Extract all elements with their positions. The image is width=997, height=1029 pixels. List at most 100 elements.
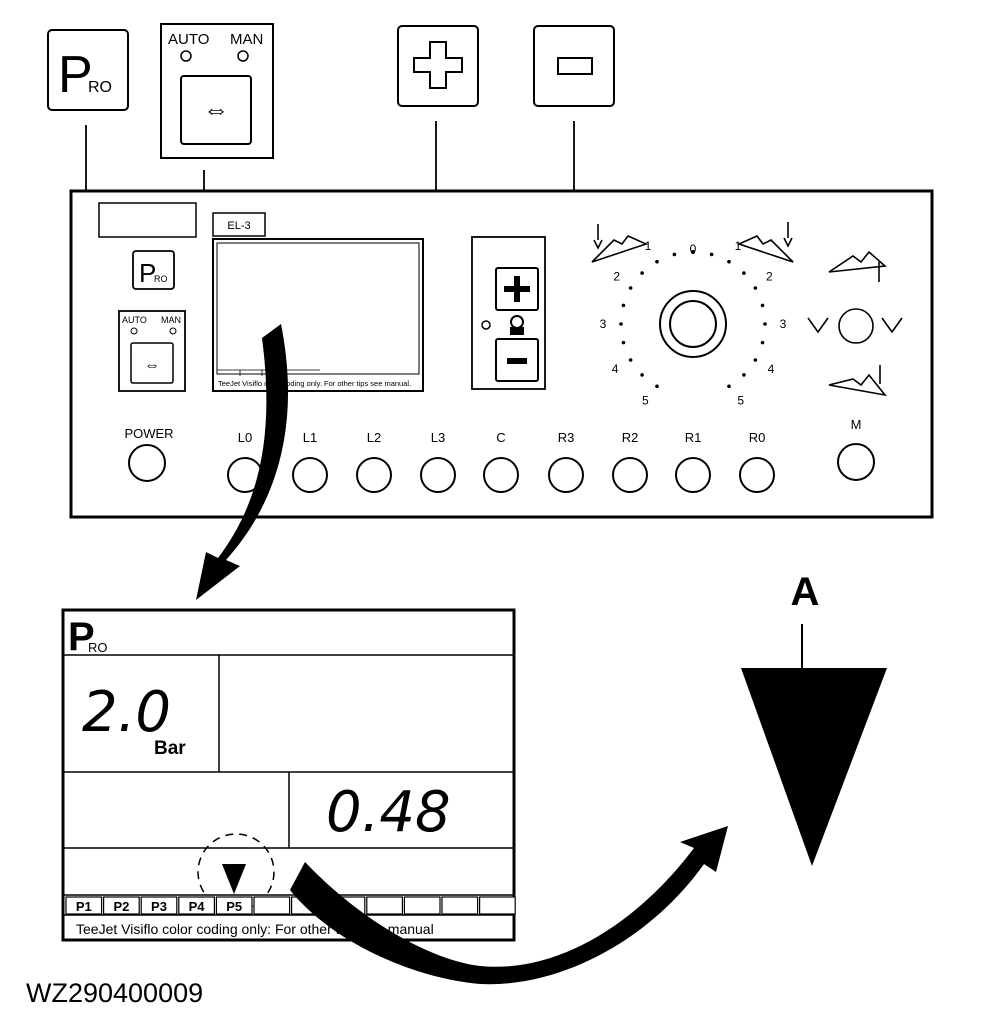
dial-mark-right-2: 2 (766, 269, 773, 283)
auto-label: AUTO (168, 31, 209, 48)
section-button-r1[interactable] (675, 457, 711, 493)
pressure-unit: Bar (154, 738, 186, 759)
pointer-triangle-icon (741, 668, 887, 866)
dial-dot (727, 259, 731, 264)
dial-dot (672, 252, 677, 257)
dial-scale: 0 1 2 3 4 5 1 2 3 4 5 (600, 239, 787, 407)
man-led (237, 50, 249, 62)
dial-dot (727, 384, 731, 389)
boom-fold-icon (807, 250, 903, 397)
preset-p3[interactable]: P3 (151, 899, 167, 914)
dial-dot (628, 358, 633, 362)
curved-arrow-icon (196, 324, 728, 985)
section-label-l2: L2 (367, 430, 381, 445)
minus-icon (557, 57, 593, 75)
panel-label-plate (98, 202, 197, 238)
m-button[interactable] (837, 443, 875, 481)
callout-letter: A (791, 570, 820, 614)
section-button-r2[interactable] (612, 457, 648, 493)
section-button-l3[interactable] (420, 457, 456, 493)
section-button-r0[interactable] (739, 457, 775, 493)
svg-text:AUTO: AUTO (122, 315, 147, 325)
plus-button[interactable] (495, 267, 539, 311)
section-label-r2: R2 (622, 430, 639, 445)
preset-p2[interactable]: P2 (113, 899, 129, 914)
svg-text:⇔: ⇔ (144, 357, 160, 374)
dial-mark-left-3: 3 (600, 317, 607, 331)
dial-dot (628, 286, 633, 290)
preset-cell (102, 896, 140, 915)
preset-p4[interactable]: P4 (189, 899, 206, 914)
svg-text:RO: RO (88, 640, 108, 655)
dial-dot (691, 250, 695, 254)
section-button-r3[interactable] (548, 457, 584, 493)
preset-cell (479, 896, 516, 915)
dial-dot (760, 303, 765, 308)
preset-cell (253, 896, 291, 915)
dial-mark-left-2: 2 (613, 269, 620, 283)
pro-icon: P RO (58, 46, 112, 104)
dial-mark-0: 0 (690, 242, 697, 256)
power-button[interactable] (128, 444, 166, 482)
minus-key-enlarged (533, 25, 615, 107)
auto-man-toggle-icon: ⇔ (203, 94, 229, 124)
dial-dot (621, 303, 626, 308)
section-label-l3: L3 (431, 430, 445, 445)
dial-dot (640, 373, 644, 377)
dial-dot (619, 322, 623, 326)
minus-button[interactable] (495, 338, 539, 382)
preset-p5[interactable]: P5 (226, 899, 242, 914)
section-button-l1[interactable] (292, 457, 328, 493)
dial-mark-left-4: 4 (612, 362, 619, 376)
preset-cell (403, 896, 441, 915)
man-label: MAN (230, 31, 263, 48)
section-label-l1: L1 (303, 430, 317, 445)
dial-mark-left-5: 5 (642, 393, 649, 407)
dial-dot (760, 340, 765, 345)
preset-cell (65, 896, 103, 915)
section-button-l2[interactable] (356, 457, 392, 493)
small-lcd-screen: TeeJet Visiflo color coding only. For ot… (212, 238, 424, 392)
control-panel: EL-3 TeeJet Visiflo color coding only. F… (69, 189, 934, 519)
dial-mark-right-5: 5 (737, 393, 744, 407)
dial-dot (763, 322, 767, 326)
section-label-r0: R0 (749, 430, 766, 445)
dial-mark-right-3: 3 (780, 317, 787, 331)
figure-id: WZ290400009 (26, 978, 203, 1008)
dial-dot (753, 286, 758, 290)
svg-text:P: P (68, 615, 95, 659)
rate-adjust-group (471, 236, 546, 390)
pro-key-enlarged: P RO (47, 29, 129, 111)
preset-p1[interactable]: P1 (76, 899, 92, 914)
model-tag: EL-3 (227, 220, 250, 232)
section-label-c: C (496, 430, 505, 445)
section-label-l0: L0 (238, 430, 252, 445)
auto-man-key[interactable]: AUTO MAN ⇔ (118, 310, 186, 392)
section-button-c[interactable] (483, 457, 519, 493)
dial-dot (753, 358, 758, 362)
preset-cell (215, 896, 253, 915)
svg-text:P: P (139, 258, 156, 288)
pressure-value: 2.0 (82, 680, 171, 745)
dial-mark-right-1: 1 (735, 239, 742, 253)
rate-led (481, 320, 491, 330)
m-label: M (851, 417, 862, 432)
dial-mark-left-1: 1 (645, 239, 652, 253)
callout-a: A (741, 570, 887, 866)
dial-dot (621, 340, 626, 345)
boom-tilt-icon (591, 222, 794, 263)
auto-man-key-enlarged: AUTO MAN ⇔ (160, 23, 274, 159)
pro-key[interactable]: P RO (132, 250, 175, 290)
lock-icon (510, 315, 524, 335)
plus-icon (413, 41, 463, 89)
dial-dot (742, 373, 746, 377)
preset-cell (441, 896, 479, 915)
rate-value: 0.48 (326, 780, 451, 845)
dial-dot (742, 271, 746, 275)
boom-position-dial[interactable]: 0 1 2 3 4 5 1 2 3 4 5 (600, 239, 787, 407)
dial-mark-right-4: 4 (768, 362, 775, 376)
svg-text:RO: RO (154, 274, 168, 284)
power-label: POWER (124, 426, 173, 441)
